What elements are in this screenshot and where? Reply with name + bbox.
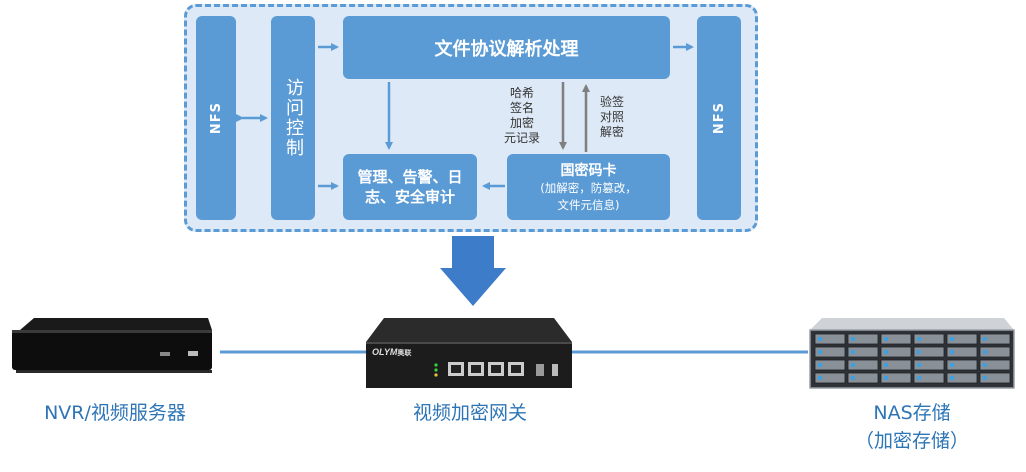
nas-drive-bay	[946, 333, 978, 345]
nas-drive-led	[917, 337, 921, 341]
nfs-left-box: NFS	[196, 16, 236, 220]
nas-drive-led	[917, 376, 921, 380]
note-encrypt: 加密	[509, 116, 534, 130]
nas-drive-bay	[979, 333, 1011, 345]
nas-drive-led	[884, 363, 888, 367]
nas-drive-led	[851, 363, 855, 367]
crypto-card-title: 国密码卡	[560, 163, 617, 179]
nas-drive-bay	[814, 372, 846, 384]
nas-drive-led	[950, 337, 954, 341]
nas-drive-bay	[814, 333, 846, 345]
big-down-arrow	[440, 236, 506, 306]
nas-drive-bay	[979, 359, 1011, 371]
gateway-device-icon	[366, 318, 572, 388]
nas-drive-bay	[913, 372, 945, 384]
mgmt-audit-box: 管理、告警、日志、安全审计	[343, 154, 477, 220]
nas-drive-bay	[979, 372, 1011, 384]
nas-drive-led	[950, 363, 954, 367]
note-decrypt: 解密	[599, 125, 624, 139]
nas-drive-bay	[880, 346, 912, 358]
nas-drive-bay	[814, 359, 846, 371]
nas-drive-led	[884, 350, 888, 354]
nas-drive-led	[983, 363, 987, 367]
access-control-box: 访问控制	[271, 16, 315, 220]
nas-drive-led	[950, 350, 954, 354]
nas-drive-bays	[814, 333, 1011, 384]
nas-drive-bay	[979, 346, 1011, 358]
nas-drive-led	[983, 376, 987, 380]
nas-drive-led	[983, 337, 987, 341]
nas-drive-led	[851, 350, 855, 354]
nas-drive-bay	[847, 359, 879, 371]
nas-drive-bay	[946, 359, 978, 371]
nvr-device-icon	[12, 318, 212, 373]
gateway-brand-cn: 奥联	[397, 350, 412, 357]
nfs-right-box: NFS	[697, 16, 741, 220]
nas-drive-led	[818, 350, 822, 354]
nas-drive-bay	[913, 359, 945, 371]
nas-drive-bay	[946, 372, 978, 384]
gateway-brand-text: OLYM	[372, 347, 398, 357]
nas-drive-led	[818, 337, 822, 341]
protocol-parse-label: 文件协议解析处理	[434, 38, 579, 60]
nas-drive-led	[884, 376, 888, 380]
nas-drive-bay	[880, 333, 912, 345]
protocol-parse-box: 文件协议解析处理	[343, 16, 670, 79]
nas-drive-led	[851, 376, 855, 380]
nas-drive-bay	[814, 346, 846, 358]
nas-drive-led	[950, 376, 954, 380]
nas-drive-led	[851, 337, 855, 341]
note-compare: 对照	[599, 110, 624, 124]
gateway-label: 视频加密网关	[412, 402, 527, 424]
nas-drive-bay	[913, 346, 945, 358]
note-hash: 哈希	[509, 86, 534, 100]
note-meta-record: 元记录	[503, 131, 540, 145]
note-hash-sign: 哈希 签名 加密 元记录	[503, 86, 541, 146]
access-control-label: 访问控制	[283, 78, 304, 158]
nas-drive-bay	[847, 346, 879, 358]
nas-drive-bay	[880, 372, 912, 384]
nas-drive-bay	[913, 333, 945, 345]
nas-drive-led	[983, 350, 987, 354]
nas-drive-led	[917, 350, 921, 354]
crypto-card-box: 国密码卡 (加解密，防篡改， 文件元信息)	[507, 154, 670, 220]
note-verify-sign: 验签	[599, 95, 624, 109]
nas-drive-bay	[880, 359, 912, 371]
nas-drive-led	[917, 363, 921, 367]
crypto-card-line1: (加解密，防篡改，	[540, 181, 637, 195]
crypto-card-line2: 文件元信息)	[557, 198, 620, 212]
note-verify: 验签 对照 解密	[596, 95, 628, 140]
nas-drive-led	[884, 337, 888, 341]
gateway-brand-logo: OLYM奥联	[372, 347, 411, 358]
nas-label-line2: （加密存储）	[854, 430, 969, 452]
nas-drive-bay	[847, 372, 879, 384]
nas-drive-bay	[946, 346, 978, 358]
note-sign: 签名	[509, 101, 534, 115]
nas-label-line1: NAS存储	[873, 402, 951, 424]
nvr-label: NVR/视频服务器	[44, 402, 186, 424]
nas-drive-led	[818, 376, 822, 380]
mgmt-audit-label: 管理、告警、日志、安全审计	[357, 168, 463, 206]
nas-drive-led	[818, 363, 822, 367]
nas-drive-bay	[847, 333, 879, 345]
